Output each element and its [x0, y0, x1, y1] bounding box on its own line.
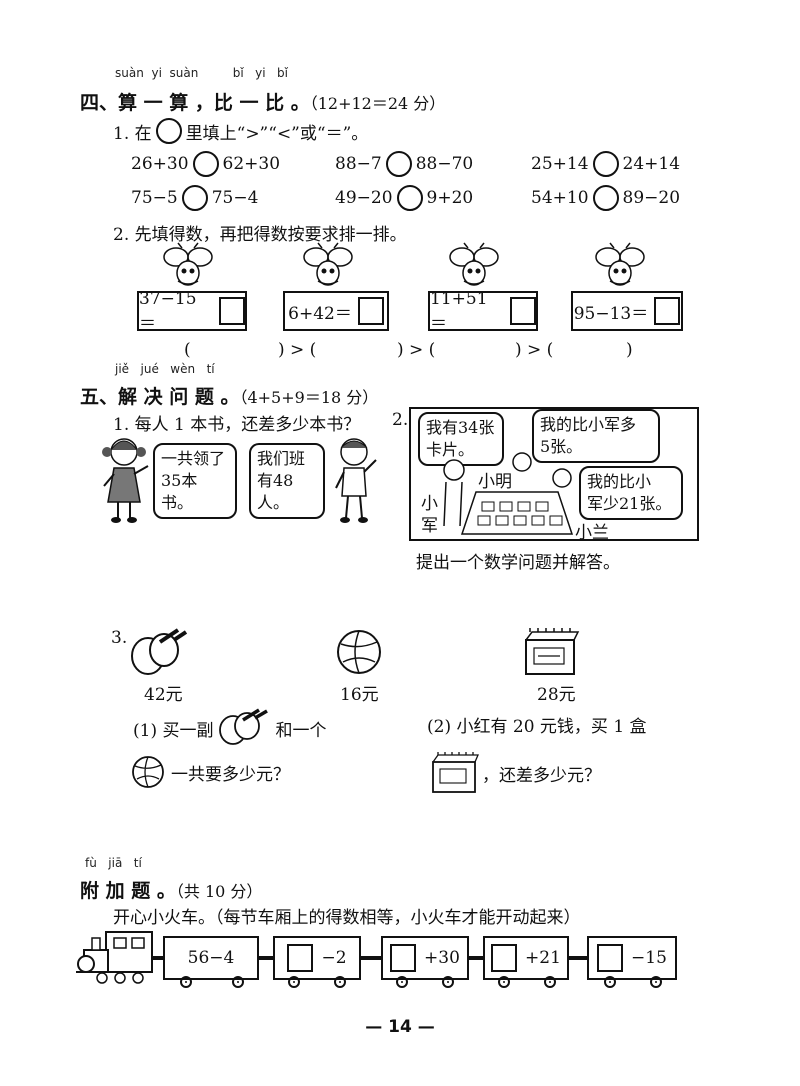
bonus-pinyin: fù jiā tí: [85, 856, 142, 870]
wheel-icon: [442, 976, 454, 988]
train-car: −2: [273, 936, 361, 980]
wheel-icon: [232, 976, 244, 988]
section5-pinyin: jiě jué wèn tí: [115, 362, 215, 376]
section5-title: 五、解 决 问 题 。（4+5+9＝18 分）: [80, 386, 379, 408]
q4-2-instruction: 2. 先填得数，再把得数按要求排一排。: [113, 225, 407, 245]
q5-3-sub2-line2: ，还差多少元？: [430, 752, 601, 794]
train-car: 56−4: [163, 936, 259, 980]
bee-icon: [595, 242, 645, 286]
boy-illustration: [335, 438, 377, 523]
q5-1-question: 1. 每人 1 本书，还差多少本书？: [113, 415, 361, 435]
answer-box[interactable]: [357, 297, 384, 325]
train-coupler: [152, 956, 164, 960]
compare-circle[interactable]: [181, 185, 208, 211]
train-car: +21: [483, 936, 569, 980]
compare-circle[interactable]: [396, 185, 423, 211]
equation-card: 95−13＝: [571, 291, 683, 331]
price-paddles: 42元: [144, 685, 183, 705]
section4-pinyin: suàn yi suàn bǐ yi bǐ: [115, 66, 288, 80]
bee-icon: [303, 242, 353, 286]
answer-box[interactable]: [287, 944, 314, 972]
compare-circle[interactable]: [592, 151, 619, 177]
bee-icon: [449, 242, 499, 286]
name-xiaojun: 小军: [421, 494, 438, 536]
train-car: −15: [587, 936, 677, 980]
speech-bubble-xiaojun: 我有34张卡片。: [418, 412, 504, 466]
equation-card: 37−15＝: [137, 289, 247, 334]
q5-3-sub1-line2: 一共要多少元？: [131, 755, 290, 789]
volleyball-icon: [132, 756, 164, 788]
ping-pong-paddles-icon: [131, 628, 188, 675]
gift-box-icon: [525, 628, 580, 675]
equation-card: 11+51＝: [428, 289, 538, 334]
answer-box[interactable]: [491, 944, 518, 972]
q5-2-number: 2.: [392, 410, 409, 430]
q4-1-instruction: 1. 在 里填上“>”“<”或“＝”。: [113, 118, 368, 144]
name-xiaoming: 小明: [478, 472, 512, 492]
wheel-icon: [180, 976, 192, 988]
name-xiaolan: 小兰: [575, 523, 609, 543]
train-coupler: [568, 956, 588, 960]
order-paren: (: [184, 340, 191, 360]
bonus-title: 附 加 题 。（共 10 分）: [80, 880, 263, 902]
bonus-score: （共 10 分）: [175, 882, 263, 901]
order-paren: ) > (: [278, 340, 317, 360]
speech-bubble-xiaolan: 我的比小军少21张。: [579, 466, 683, 520]
price-volleyball: 16元: [340, 685, 379, 705]
answer-box[interactable]: [654, 297, 681, 325]
children-card-table-illustration: [443, 452, 574, 535]
girl-illustration: [102, 438, 149, 523]
wheel-icon: [498, 976, 510, 988]
answer-box[interactable]: [597, 944, 624, 972]
q5-3-number: 3.: [111, 628, 128, 648]
section4-score: （12+12＝24 分）: [309, 94, 446, 113]
wheel-icon: [396, 976, 408, 988]
train-coupler: [258, 956, 274, 960]
compare-circle[interactable]: [385, 151, 412, 177]
section4-title: 四、算 一 算 ，比 一 比 。（12+12＝24 分）: [80, 92, 446, 114]
section5-score: （4+5+9＝18 分）: [239, 388, 379, 407]
wheel-icon: [650, 976, 662, 988]
train-coupler: [468, 956, 484, 960]
answer-box[interactable]: [510, 297, 536, 325]
answer-box[interactable]: [219, 297, 245, 325]
ping-pong-paddles-icon: [219, 708, 269, 745]
compare-circle-sample: [155, 118, 182, 144]
answer-box[interactable]: [390, 944, 417, 972]
locomotive-icon: [76, 931, 153, 984]
q5-3-sub2-line1: (2) 小红有 20 元钱，买 1 盒: [427, 717, 647, 737]
gift-box-icon: [432, 752, 479, 793]
bee-icon: [163, 242, 213, 286]
wheel-icon: [288, 976, 300, 988]
price-giftbox: 28元: [537, 685, 576, 705]
speech-bubble-boy: 我们班有48人。: [249, 443, 325, 519]
q5-2-prompt: 提出一个数学问题并解答。: [416, 553, 620, 573]
q5-3-sub1-line1: (1) 买一副 和一个: [133, 708, 326, 746]
wheel-icon: [544, 976, 556, 988]
order-paren: ): [626, 340, 633, 360]
train-car: +30: [381, 936, 469, 980]
compare-circle[interactable]: [592, 185, 619, 211]
order-paren: ) > (: [515, 340, 554, 360]
volleyball-icon: [337, 630, 381, 674]
bonus-description: 开心小火车。（每节车厢上的得数相等，小火车才能开动起来）: [113, 908, 581, 928]
equation-card: 6+42＝: [283, 291, 389, 331]
page-number: — 14 —: [365, 1017, 435, 1037]
compare-circle[interactable]: [192, 151, 219, 177]
wheel-icon: [334, 976, 346, 988]
order-paren: ) > (: [397, 340, 436, 360]
wheel-icon: [604, 976, 616, 988]
train-coupler: [360, 956, 382, 960]
q5-2-frame: [409, 407, 699, 541]
